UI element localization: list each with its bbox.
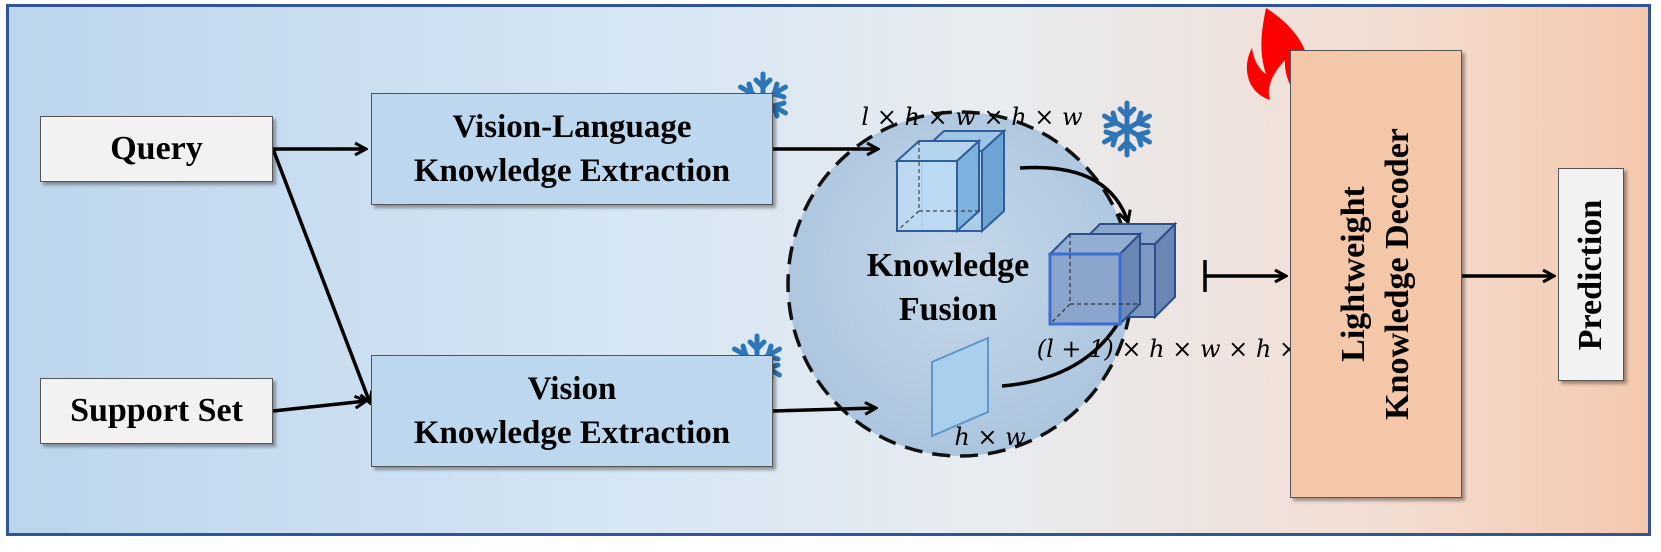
cube-icon — [894, 128, 1007, 234]
decoder-label-line2: Knowledge Decoder — [1379, 128, 1416, 420]
query-box: Query — [40, 116, 273, 182]
fusion-label-line1: Knowledge — [867, 247, 1029, 284]
support-set-label: Support Set — [70, 392, 243, 429]
query-label: Query — [110, 130, 203, 167]
lightweight-knowledge-decoder-box: Lightweight Knowledge Decoder — [1290, 50, 1462, 498]
decoder-label-line1: Lightweight — [1335, 186, 1372, 362]
arrow-vision-to-fusion — [772, 408, 876, 411]
dim-label-top: l × h × w × h × w — [861, 103, 1083, 131]
vision-extraction-line1: Vision — [527, 371, 617, 407]
dim-label-bottom: h × w — [954, 423, 1026, 451]
support-set-box: Support Set — [40, 378, 273, 444]
vision-language-extraction-box: Vision-Language Knowledge Extraction — [371, 93, 773, 205]
fusion-label-line2: Fusion — [899, 291, 997, 328]
vision-extraction-line2: Knowledge Extraction — [413, 415, 731, 451]
prediction-label: Prediction — [1572, 199, 1609, 350]
arrow-query-to-vision — [271, 148, 370, 403]
vl-extraction-line2: Knowledge Extraction — [413, 153, 731, 189]
snowflake-icon — [1105, 103, 1150, 155]
dim-label-out: (l + 1) × h × w × h × w — [1037, 335, 1328, 363]
plane-icon — [931, 336, 989, 438]
arrow-top-cube-to-fused — [1019, 165, 1128, 222]
vl-extraction-line1: Vision-Language — [452, 109, 692, 145]
prediction-box: Prediction — [1558, 168, 1624, 381]
arrow-support-to-vision — [272, 401, 366, 413]
vision-extraction-box: Vision Knowledge Extraction — [371, 355, 773, 467]
fused-cube-icon — [1047, 221, 1178, 327]
decoder-label: Lightweight Knowledge Decoder — [1332, 128, 1420, 420]
